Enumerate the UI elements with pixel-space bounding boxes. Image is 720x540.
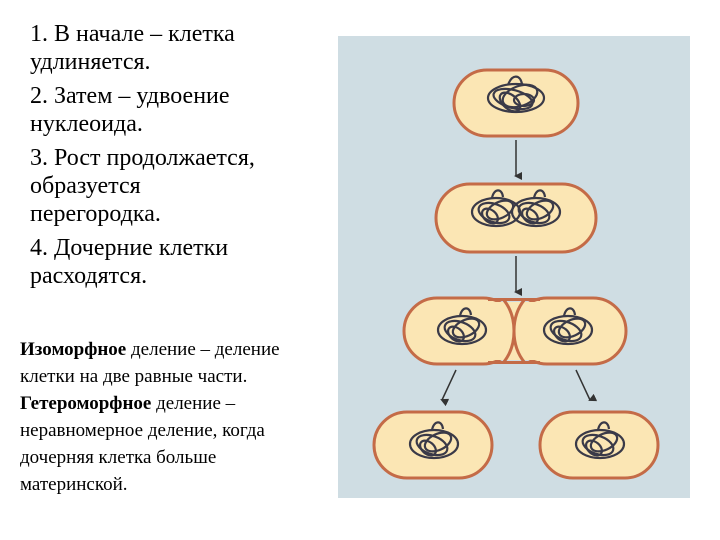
step-4: 4. Дочерние клетки расходятся. [30,234,330,290]
isomorphic-term: Изоморфное [20,339,127,360]
nucleoid-icon [574,421,626,460]
step-1-line-2: удлиняется. [30,49,151,75]
septum [501,298,527,364]
isomorphic-text: деление – деление клетки на две равные ч… [20,339,280,387]
division-diagram [372,68,660,480]
nucleoid-icon [436,307,488,346]
steps-text: 1. В начале – клетка удлиняется. 2. Зате… [30,20,330,296]
nucleoid-icon [542,307,594,346]
stage-4-left-cell [372,410,494,480]
heteromorphic-text: деление – неравномерное деление, когда д… [20,393,265,495]
isomorphic-definition: Изоморфное деление – деление клетки на д… [20,336,320,390]
heteromorphic-definition: Гетероморфное деление – неравномерное де… [20,390,320,498]
step-3: 3. Рост продолжается, образуется перегор… [30,144,330,228]
arrow-3-right [575,369,598,402]
step-4-line-2: расходятся. [30,263,148,289]
division-diagram-panel [338,36,690,498]
heteromorphic-term: Гетероморфное [20,393,152,414]
step-2-line-2: нуклеоида. [30,111,143,137]
step-2-line-1: 2. Затем – удвоение [30,83,230,109]
nucleoid-icon [470,189,522,228]
nucleoid-icon [486,75,546,114]
stage-2-cell [434,182,598,254]
stage-4-right-cell [538,410,660,480]
step-2: 2. Затем – удвоение нуклеоида. [30,82,330,138]
arrow-3-left [440,369,457,407]
step-1-line-1: 1. В начале – клетка [30,21,235,47]
step-1: 1. В начале – клетка удлиняется. [30,20,330,76]
definitions-text: Изоморфное деление – деление клетки на д… [20,336,320,498]
step-3-line-2: образуется [30,173,141,199]
nucleoid-icon [408,421,460,460]
step-4-line-1: 4. Дочерние клетки [30,235,229,261]
stage-1-cell [452,68,580,138]
step-3-line-3: перегородка. [30,201,161,227]
stage-3-cell [402,296,628,366]
nucleoid-icon [510,189,562,228]
step-3-line-1: 3. Рост продолжается, [30,145,255,171]
